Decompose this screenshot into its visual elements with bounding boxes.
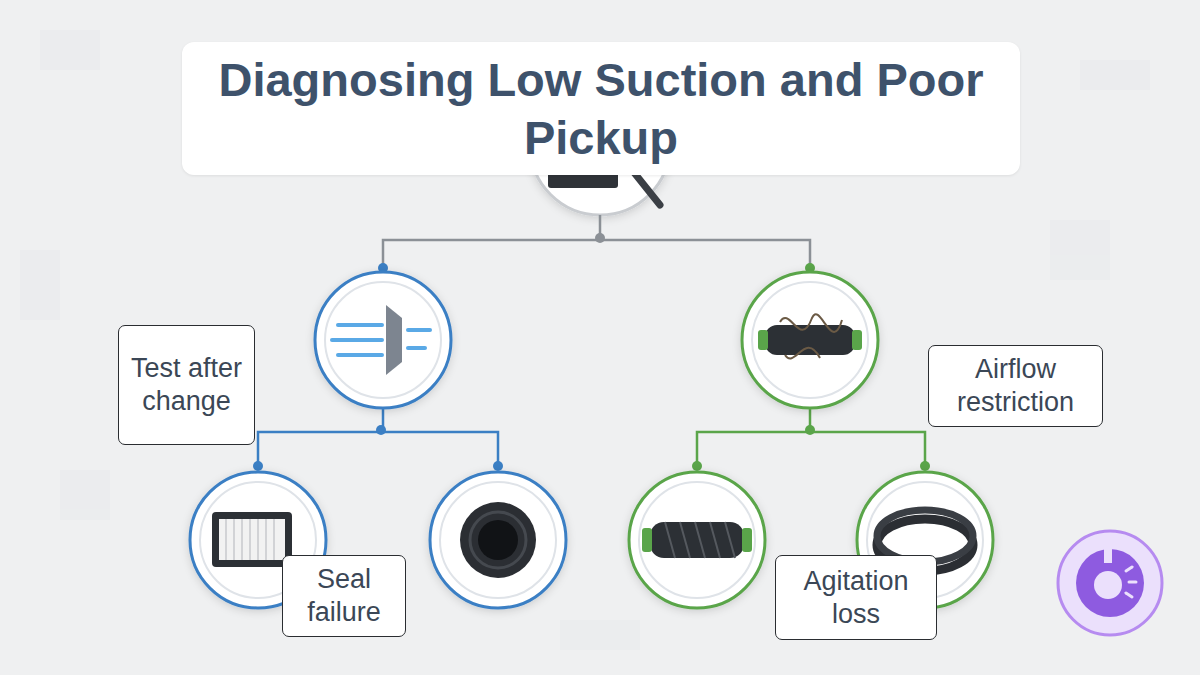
callout-box: Airflow restriction: [928, 345, 1103, 427]
junction-dots: [253, 233, 930, 471]
background-pattern: [20, 30, 1150, 650]
callout-box: Agitation loss: [775, 555, 937, 640]
brand-logo: [1058, 531, 1162, 635]
brushroll-hair-circle: [742, 272, 878, 408]
tree-lines: [258, 215, 925, 468]
callout-box: Test after change: [118, 325, 255, 445]
seal-circle: [430, 472, 566, 608]
callout-text: Test after change: [127, 352, 246, 418]
callout-text-wrap: Test after change: [127, 352, 246, 418]
callout-text: Agitation loss: [784, 565, 928, 631]
callout-text: Seal failure: [291, 563, 397, 629]
brushroll-circle: [629, 472, 765, 608]
callout-text-wrap: Agitation loss: [784, 565, 928, 631]
airflow-circle: [315, 272, 451, 408]
title-box: Diagnosing Low Suction and Poor Pickup: [182, 42, 1020, 175]
callout-text-wrap: Seal failure: [291, 563, 397, 629]
callout-box: Seal failure: [282, 555, 406, 637]
diagram-title: Diagnosing Low Suction and Poor Pickup: [201, 51, 1001, 167]
callout-text: Airflow restriction: [937, 353, 1094, 419]
callout-text-wrap: Airflow restriction: [937, 353, 1094, 419]
